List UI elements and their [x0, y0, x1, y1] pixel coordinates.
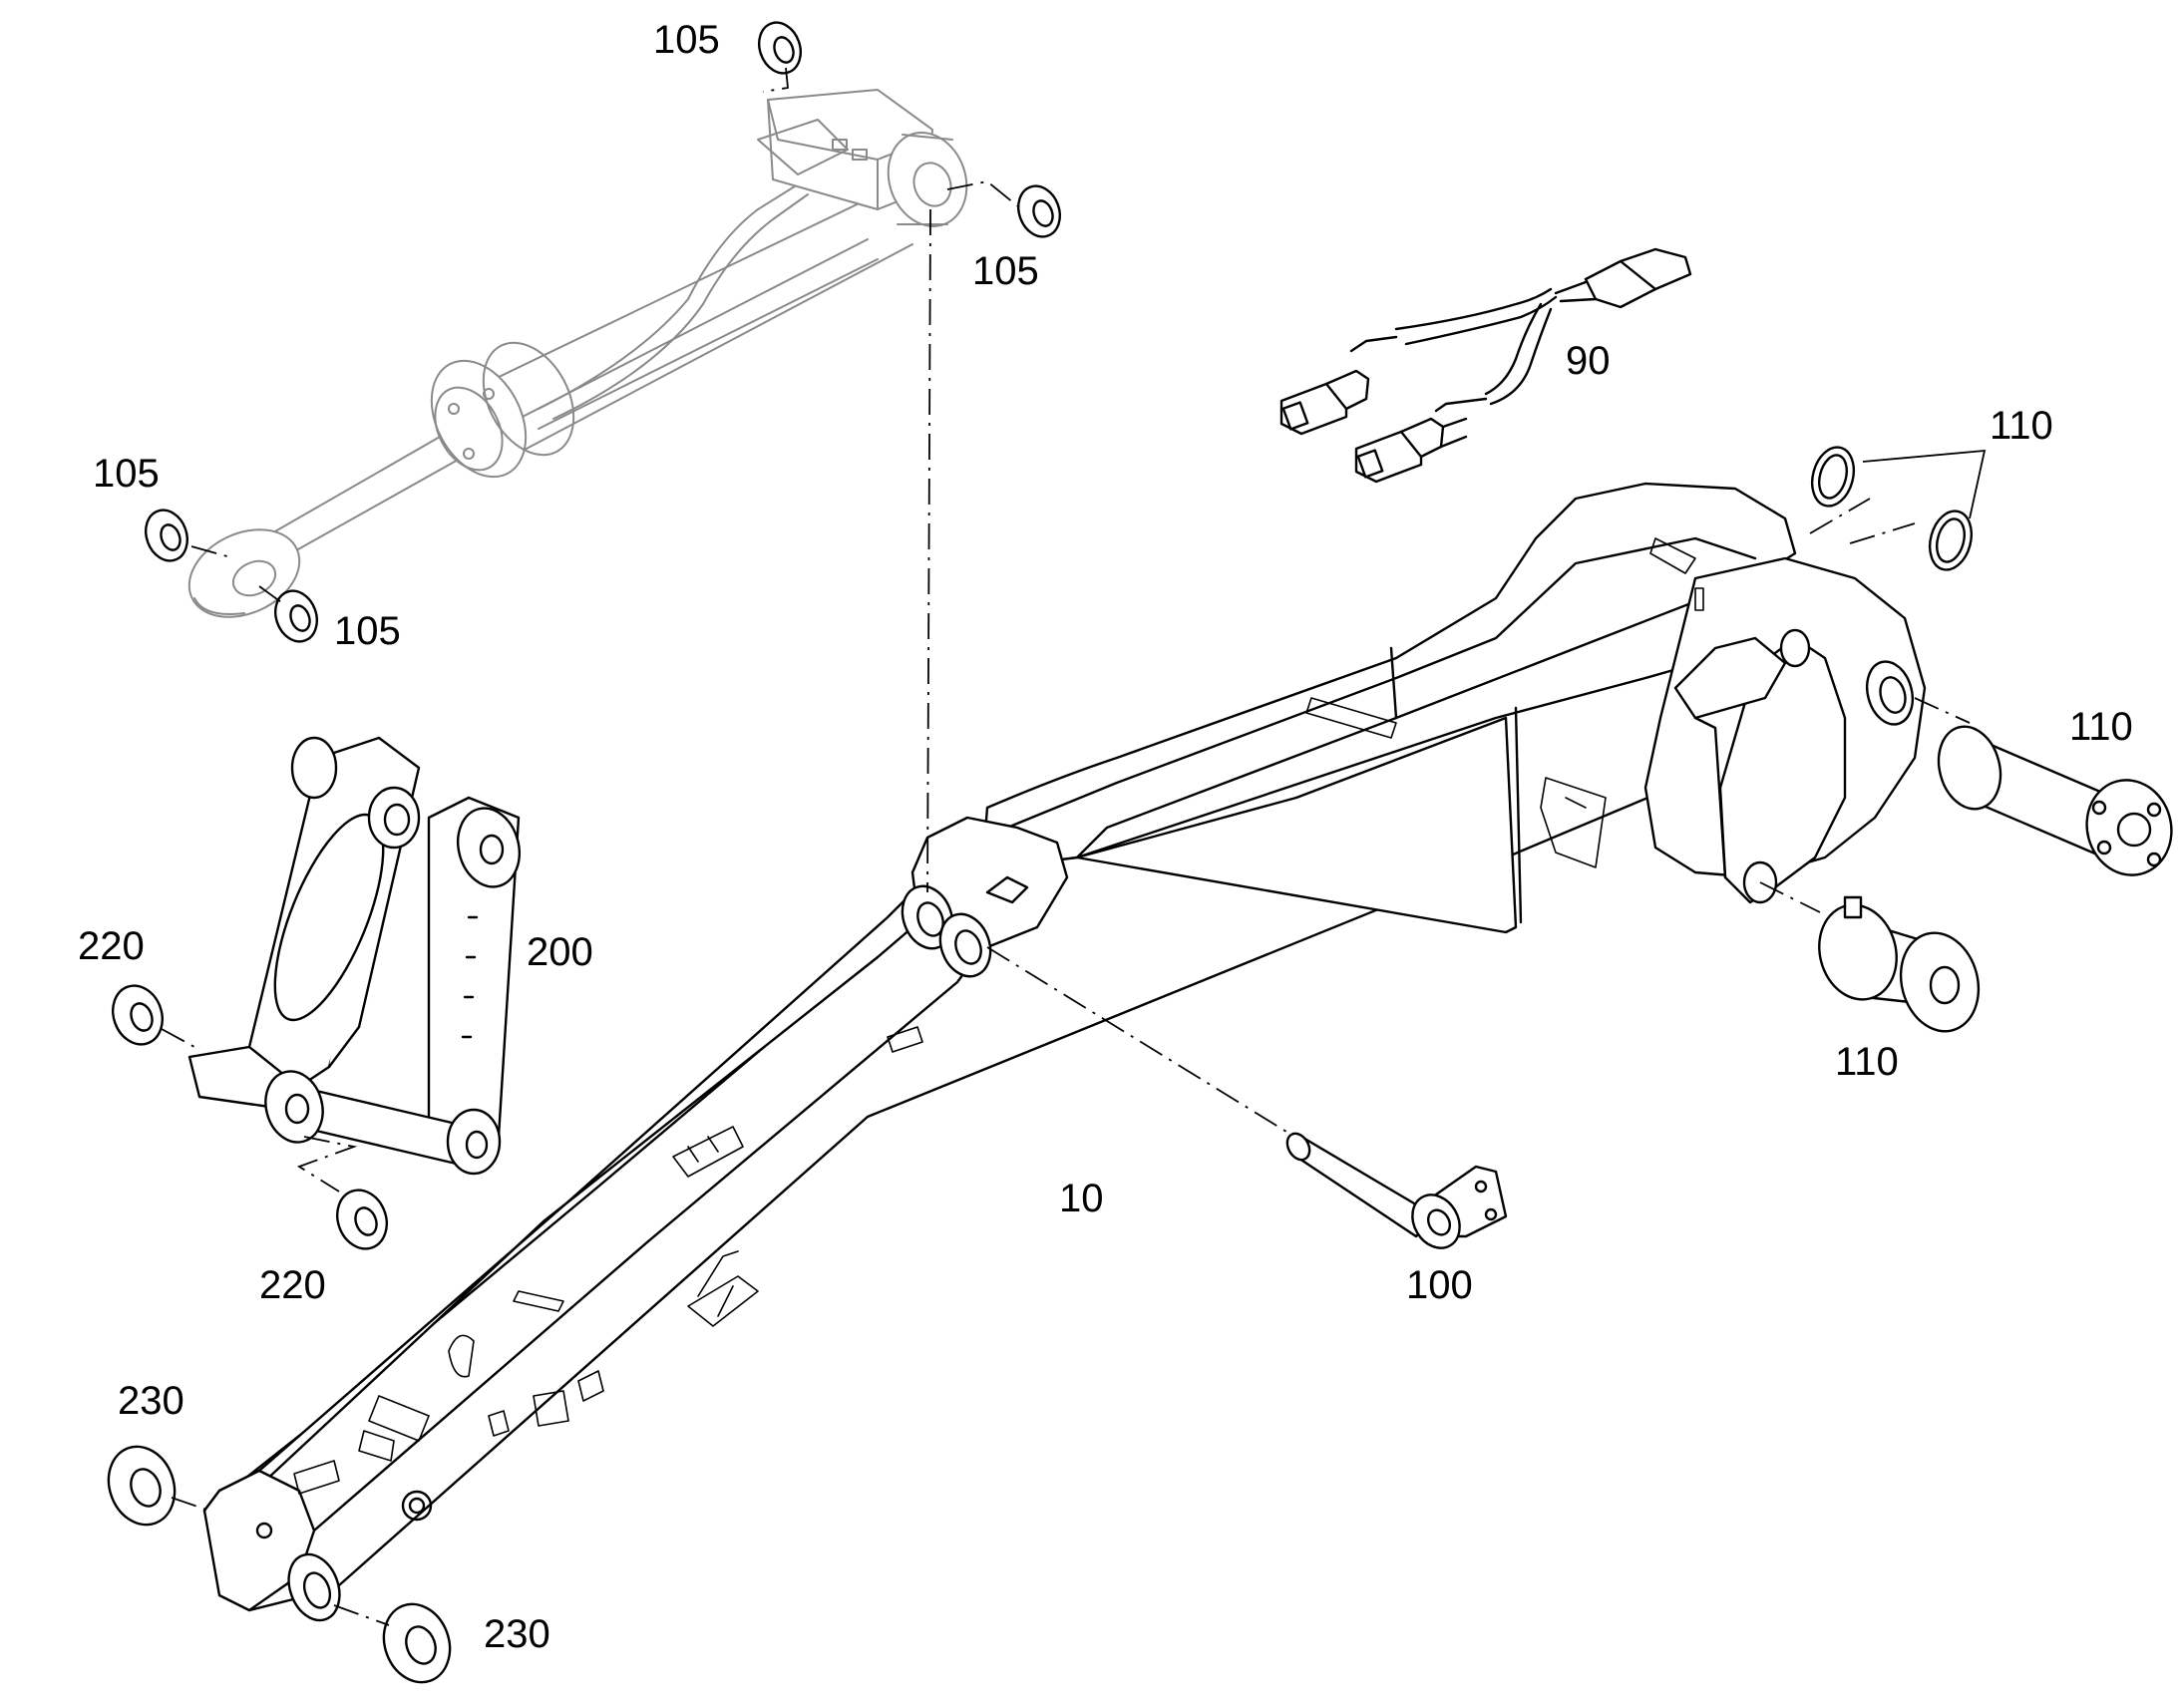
washer-230-right: [382, 1602, 452, 1684]
boom-arm: [202, 482, 1927, 1622]
washer-220-left: [112, 984, 164, 1046]
callout-10: 10: [1059, 1177, 1104, 1220]
hydraulic-cylinder: [187, 89, 968, 618]
callout-110-right: 110: [2069, 705, 2133, 749]
wiring-harness: [1279, 247, 1692, 484]
callout-90: 90: [1566, 339, 1611, 383]
callout-110-bottom: 110: [1835, 1040, 1899, 1084]
washer-105-bottom: [274, 589, 318, 643]
callout-230-left: 230: [118, 1379, 184, 1423]
pin-100: [1285, 1132, 1508, 1249]
washer-110-top-right: [1928, 510, 1974, 571]
callout-100: 100: [1406, 1263, 1473, 1307]
pin-110-short: [1818, 895, 1981, 1033]
washer-230-left: [107, 1445, 177, 1527]
callout-220-bottom: 220: [259, 1263, 326, 1307]
callout-105-bottom: 105: [334, 609, 401, 653]
callout-200: 200: [527, 930, 593, 974]
callout-110-top: 110: [1990, 404, 2053, 448]
callout-230-right: 230: [484, 1612, 550, 1656]
callout-220-left: 220: [78, 924, 145, 968]
pin-110-long: [1937, 725, 2173, 876]
linkage-200: [187, 736, 521, 1176]
washer-105-top: [758, 21, 802, 75]
callout-105-top: 105: [653, 18, 720, 62]
washer-110-top-left: [1810, 446, 1856, 508]
callout-labels: 105 105 105 105 90 110 110 110 220 220 2…: [78, 18, 2133, 1656]
washer-105-left: [145, 509, 188, 562]
callout-105-right: 105: [972, 249, 1039, 293]
washer-220-bottom: [336, 1189, 388, 1250]
washer-105-right: [1017, 184, 1061, 238]
callout-105-left: 105: [93, 452, 160, 496]
